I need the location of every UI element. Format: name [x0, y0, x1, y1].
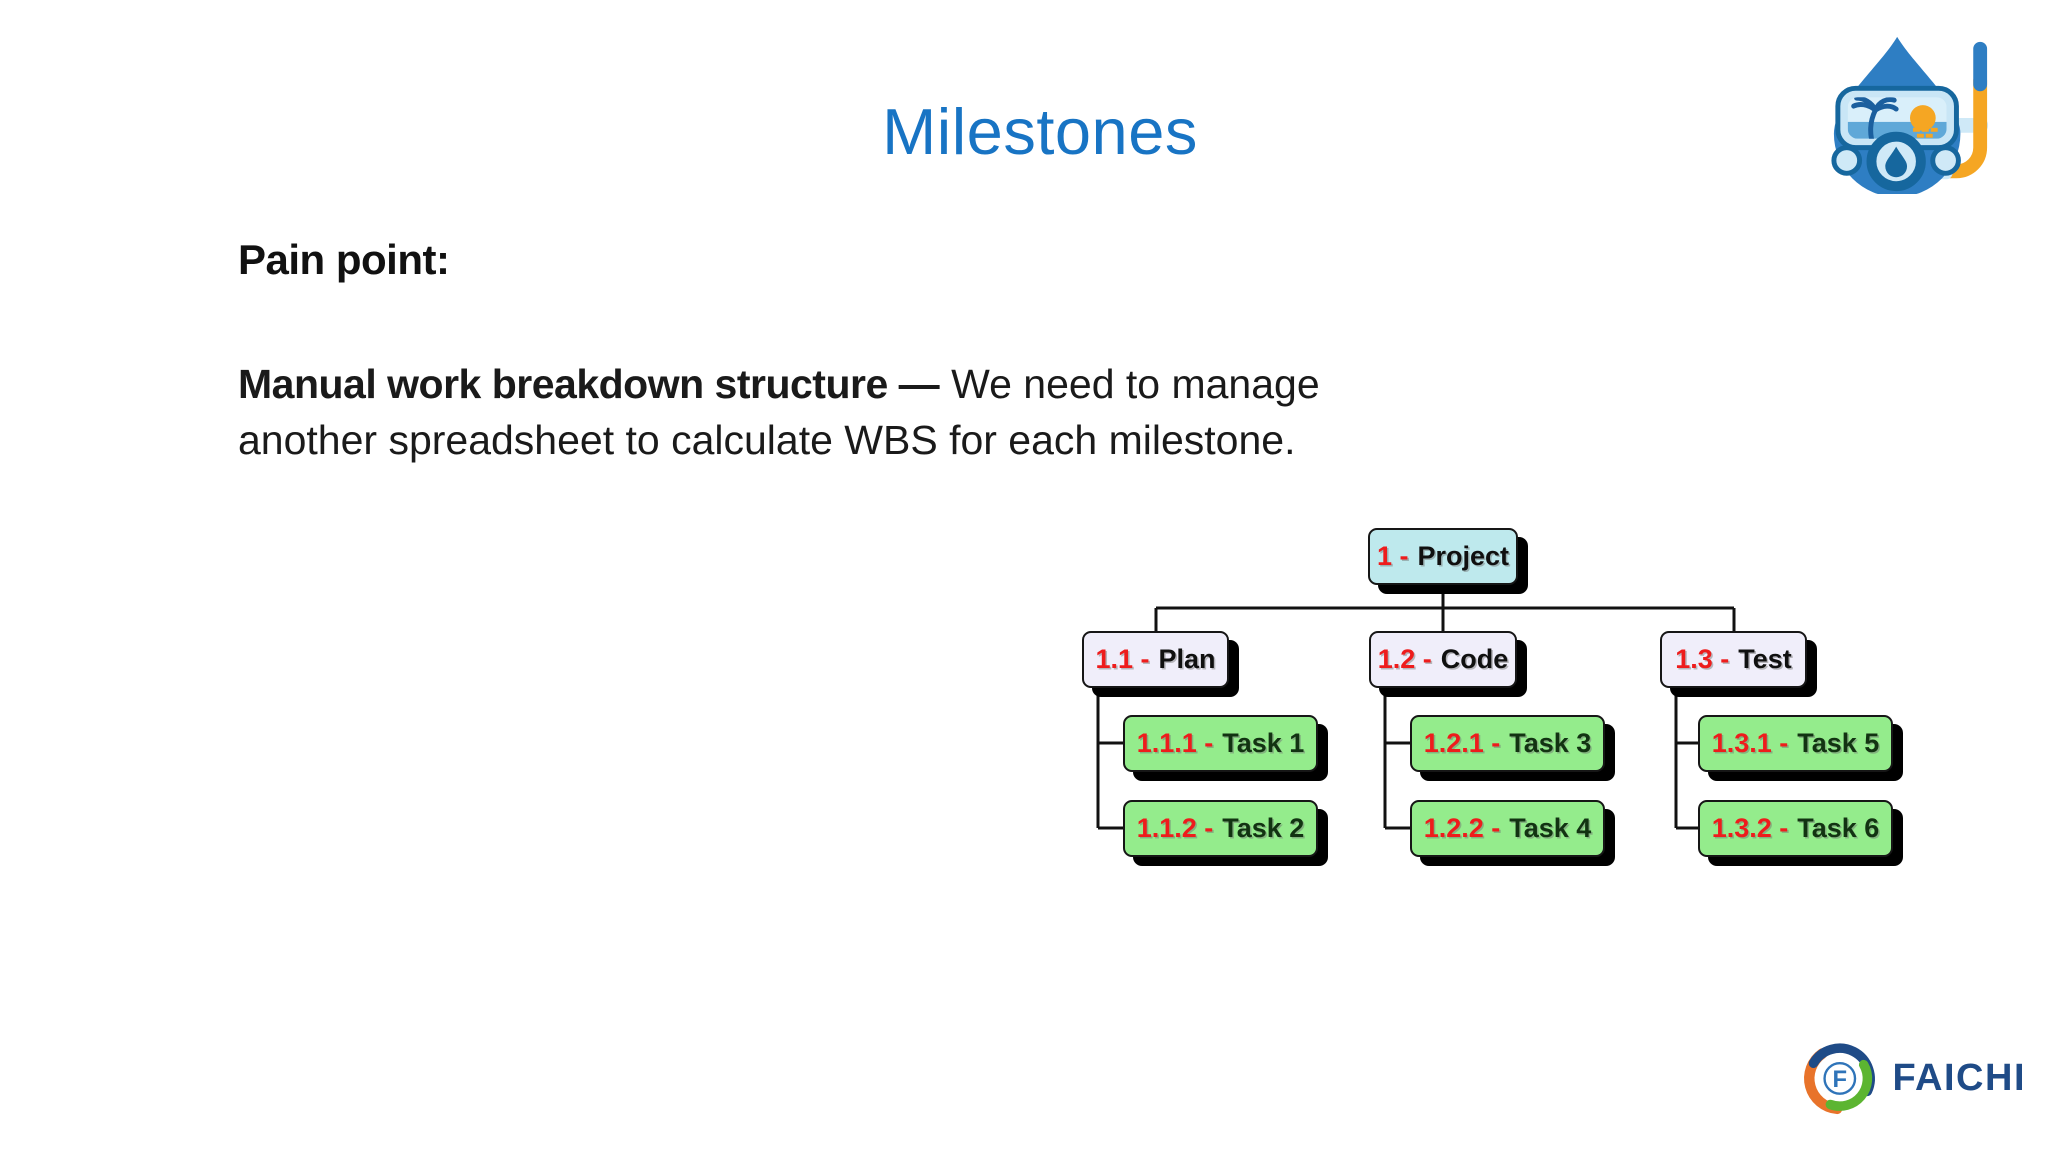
- wbs-node-project: 1 - Project: [1368, 528, 1518, 585]
- wbs-node-task-6: 1.3.2 - Task 6: [1698, 800, 1893, 857]
- faichi-logo-text: FAICHI: [1892, 1056, 2026, 1099]
- wbs-node-number: 1.2.2 -: [1423, 813, 1501, 843]
- wbs-node-task-5: 1.3.1 - Task 5: [1698, 715, 1893, 772]
- wbs-node-label: Test: [1738, 644, 1792, 674]
- wbs-tree-diagram: 1 - Project 1.1 - Plan 1.2 - Code 1.3 - …: [1078, 520, 1908, 872]
- wbs-node-label: Task 6: [1797, 813, 1880, 843]
- wbs-node-label: Code: [1440, 644, 1509, 674]
- wbs-node-label: Task 2: [1222, 813, 1305, 843]
- faichi-logo: F FAICHI: [1796, 1032, 2026, 1124]
- wbs-node-label: Task 1: [1222, 728, 1305, 758]
- wbs-node-number: 1.3 -: [1675, 644, 1730, 674]
- wbs-node-number: 1.2 -: [1377, 644, 1432, 674]
- wbs-node-task-2: 1.1.2 - Task 2: [1123, 800, 1318, 857]
- wbs-node-number: 1.1 -: [1095, 644, 1150, 674]
- wbs-node-label: Project: [1417, 541, 1510, 571]
- droplet-snorkel-logo-icon: [1826, 34, 1994, 198]
- wbs-node-number: 1.3.1 -: [1711, 728, 1789, 758]
- wbs-node-number: 1.3.2 -: [1711, 813, 1789, 843]
- wbs-node-task-4: 1.2.2 - Task 4: [1410, 800, 1605, 857]
- paragraph-regular-text-line2: another spreadsheet to calculate WBS for…: [238, 417, 1296, 463]
- wbs-node-task-3: 1.2.1 - Task 3: [1410, 715, 1605, 772]
- wbs-node-number: 1 -: [1376, 541, 1409, 571]
- wbs-node-number: 1.2.1 -: [1423, 728, 1501, 758]
- paragraph-bold-text: Manual work breakdown structure —: [238, 361, 940, 407]
- faichi-logo-icon: F: [1804, 1043, 1875, 1115]
- pain-point-heading: Pain point:: [238, 236, 450, 283]
- wbs-node-plan: 1.1 - Plan: [1082, 631, 1229, 688]
- wbs-node-label: Task 5: [1797, 728, 1880, 758]
- wbs-node-code: 1.2 - Code: [1369, 631, 1517, 688]
- wbs-node-label: Task 3: [1509, 728, 1592, 758]
- wbs-node-label: Plan: [1158, 644, 1216, 674]
- faichi-logo-letter: F: [1833, 1066, 1848, 1093]
- page-title: Milestones: [882, 95, 1198, 168]
- paragraph-regular-text-line1: We need to manage: [951, 361, 1320, 407]
- wbs-node-test: 1.3 - Test: [1660, 631, 1807, 688]
- pain-point-paragraph: Manual work breakdown structure —We need…: [238, 356, 1578, 468]
- wbs-node-number: 1.1.2 -: [1136, 813, 1214, 843]
- wbs-node-task-1: 1.1.1 - Task 1: [1123, 715, 1318, 772]
- wbs-connector-lines: [1096, 585, 1736, 830]
- wbs-node-label: Task 4: [1509, 813, 1592, 843]
- wbs-node-number: 1.1.1 -: [1136, 728, 1214, 758]
